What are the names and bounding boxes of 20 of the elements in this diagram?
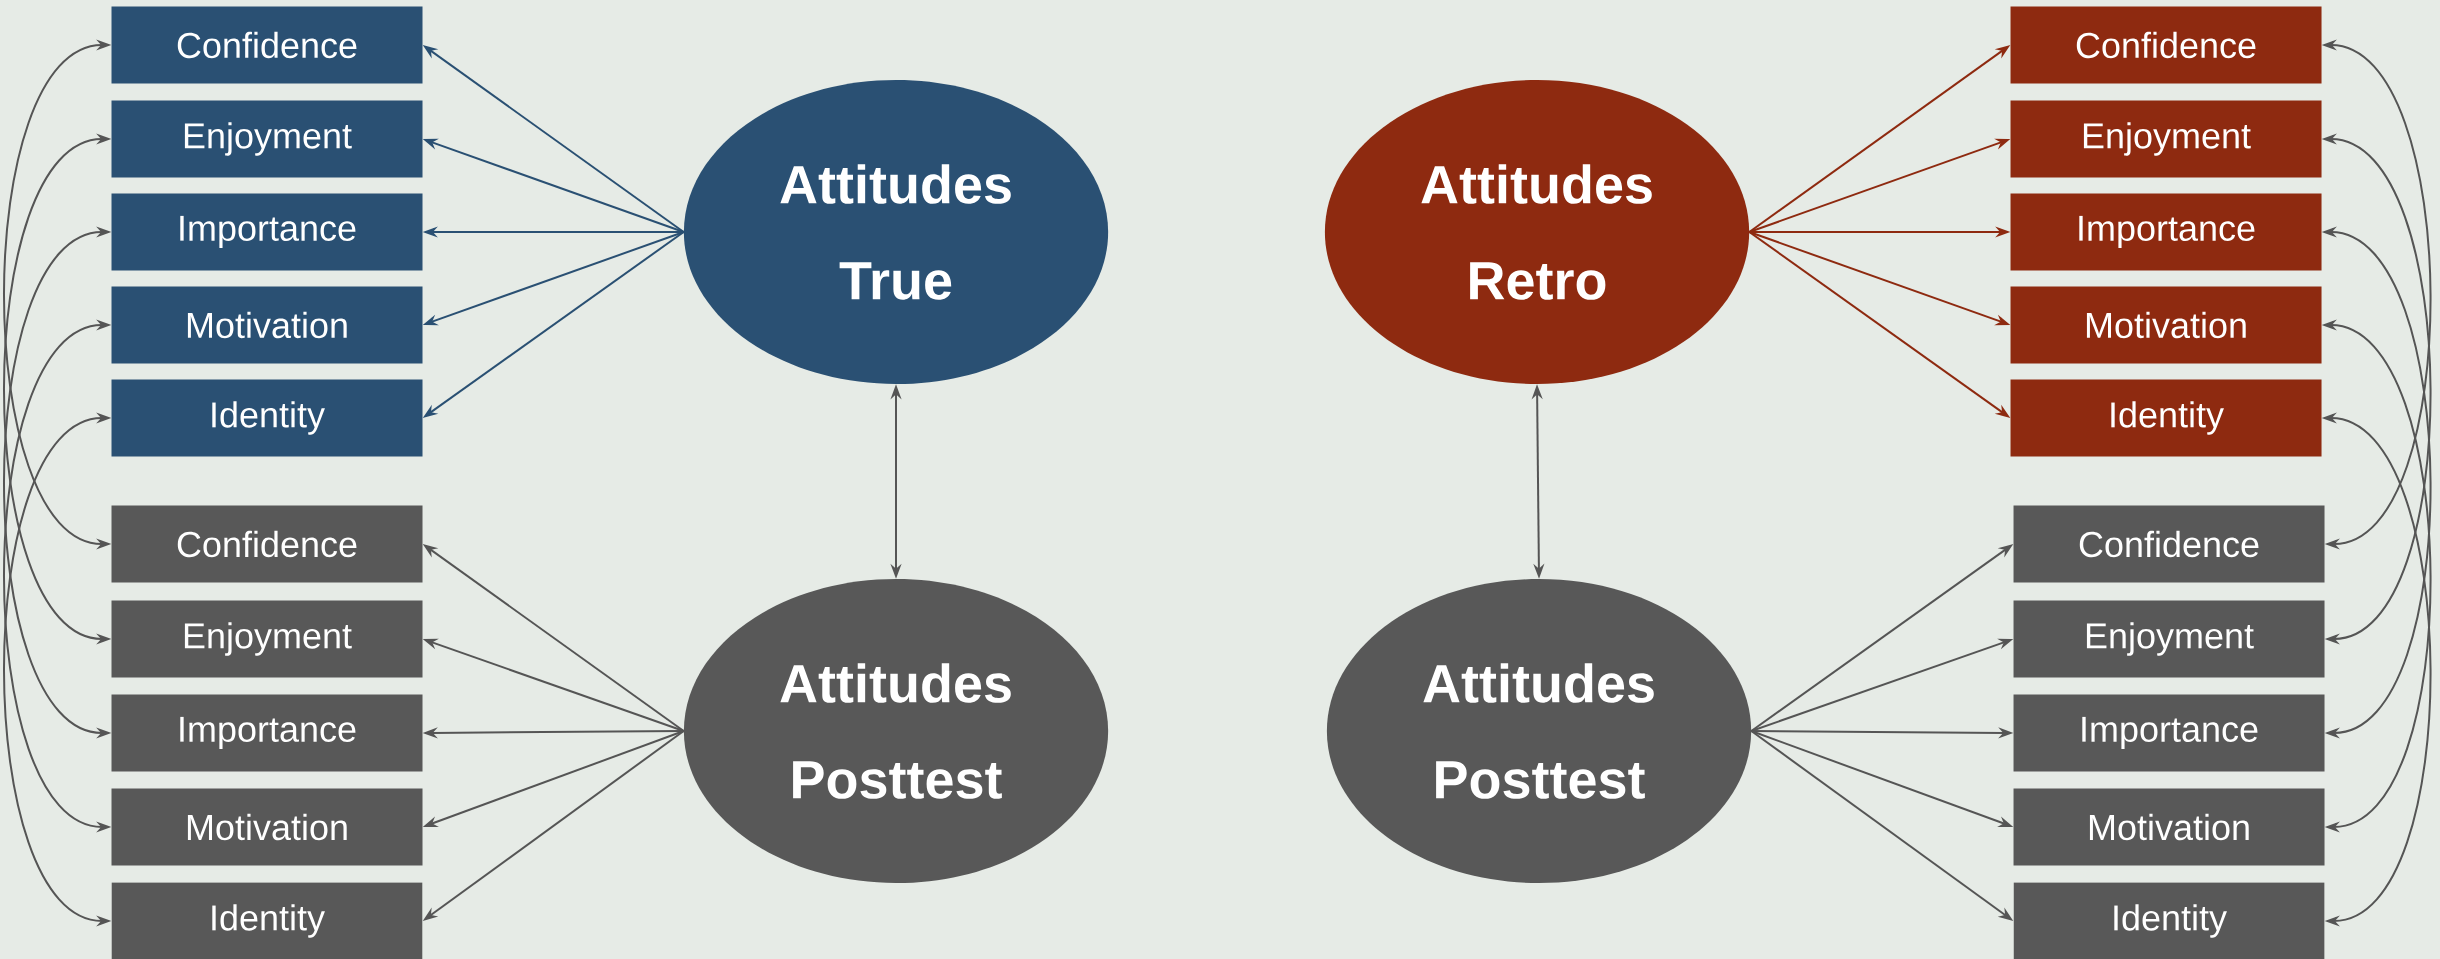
indicator-box: Identity xyxy=(2010,379,2322,457)
indicator-box: Enjoyment xyxy=(111,600,423,678)
indicator-box: Confidence xyxy=(2010,6,2322,84)
indicator-box: Importance xyxy=(111,193,423,271)
indicator-box: Importance xyxy=(2013,694,2325,772)
indicator-box: Motivation xyxy=(2013,788,2325,866)
indicator-box: Confidence xyxy=(111,6,423,84)
indicator-box: Motivation xyxy=(2010,286,2322,364)
indicator-box: Importance xyxy=(111,694,423,772)
indicator-box: Importance xyxy=(2010,193,2322,271)
indicator-box: Motivation xyxy=(111,286,423,364)
indicator-box: Identity xyxy=(111,379,423,457)
indicator-box: Confidence xyxy=(2013,505,2325,583)
indicator-box: Motivation xyxy=(111,788,423,866)
indicator-box: Enjoyment xyxy=(2010,100,2322,178)
indicator-box: Identity xyxy=(111,882,423,959)
indicator-box: Confidence xyxy=(111,505,423,583)
indicator-box: Identity xyxy=(2013,882,2325,959)
indicator-box: Enjoyment xyxy=(111,100,423,178)
indicator-box: Enjoyment xyxy=(2013,600,2325,678)
